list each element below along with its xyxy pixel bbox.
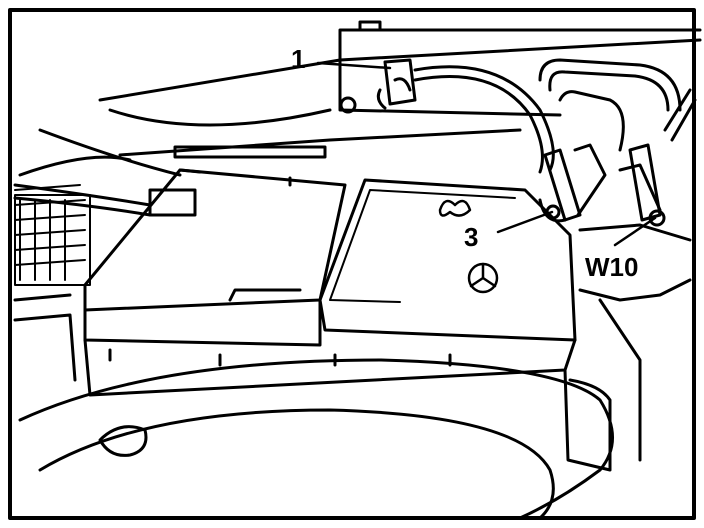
wall-ridge [18, 128, 182, 177]
callout-1: 1 [291, 44, 305, 74]
battery-front [83, 338, 577, 397]
jumper-clamp-3 [538, 143, 607, 223]
callout-3: 3 [464, 222, 478, 252]
jumper-lead-loop-2 [558, 90, 625, 152]
recycle-icon [438, 199, 472, 217]
slot-plate [173, 145, 327, 159]
wheel-well [18, 358, 614, 520]
cable-connector [148, 188, 197, 217]
figure-frame [8, 8, 696, 520]
upper-bracket [338, 20, 702, 117]
wheel-recess [98, 425, 148, 457]
battery-side [563, 368, 612, 472]
leader-1 [316, 61, 392, 70]
jumper-clamp-w10 [618, 88, 697, 227]
leader-w10 [613, 216, 657, 247]
leader-3 [496, 210, 554, 234]
left-hatching [14, 184, 91, 286]
star-logo-icon [467, 262, 499, 294]
positive-jumper-cable [413, 65, 555, 174]
battery-cover-inner [329, 189, 516, 303]
positive-terminal-clamp [339, 58, 417, 114]
right-panel [578, 223, 692, 462]
lid-edge-left [178, 168, 292, 187]
left-cable [13, 183, 152, 217]
wheel-well-inner [38, 408, 555, 520]
battery-cover [318, 178, 577, 342]
lower-left-panel [13, 293, 77, 382]
callout-w10: W10 [585, 252, 638, 282]
rear-panel [98, 38, 702, 157]
fuse-box-lid-left [83, 168, 347, 312]
jumper-lead-loop [538, 58, 682, 112]
fuse-box-body-left [83, 288, 322, 347]
